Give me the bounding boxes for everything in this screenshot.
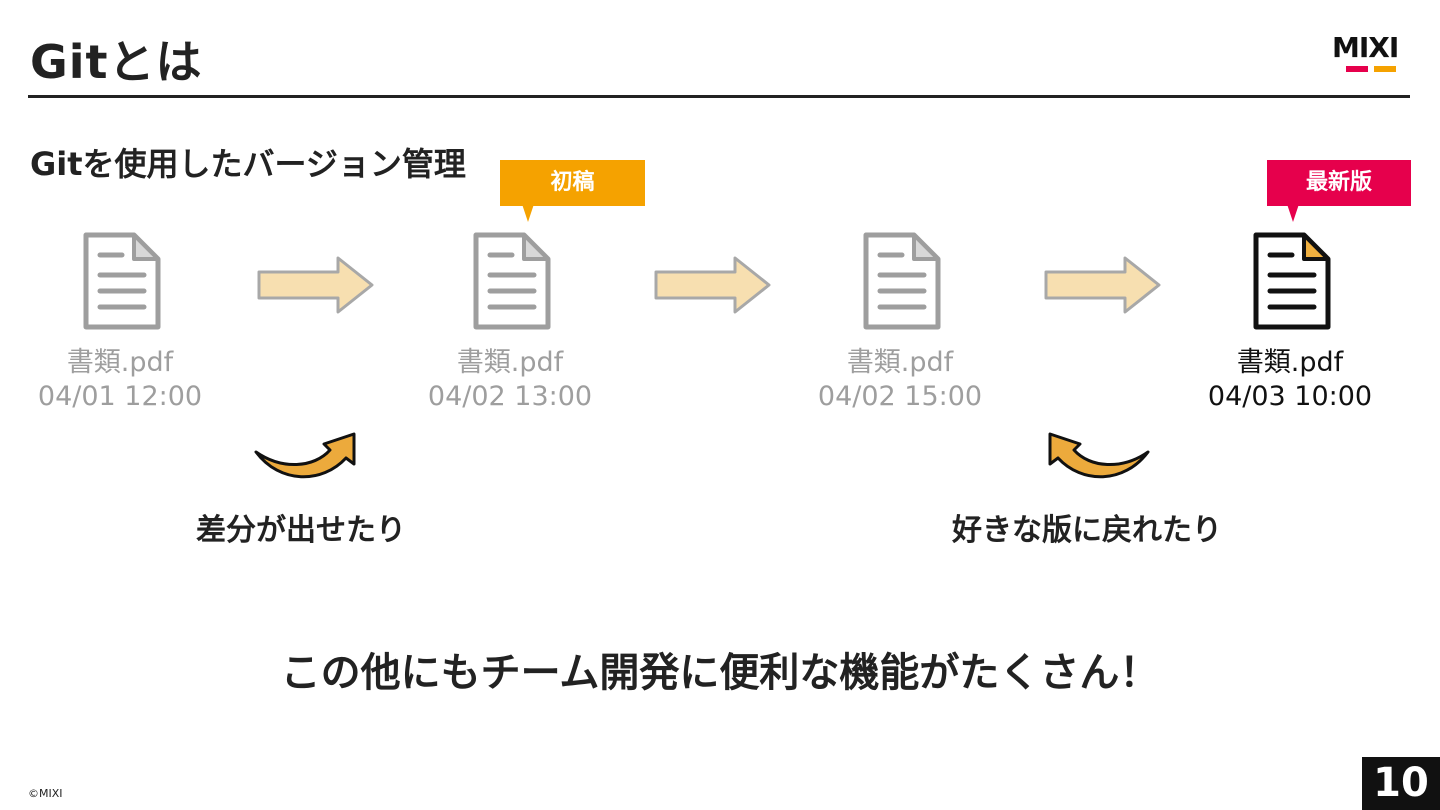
file-timestamp: 04/02 13:00 (427, 381, 593, 412)
callout-tail (522, 204, 534, 222)
arrow-right-icon (1044, 256, 1161, 314)
slide-title: Gitとは (30, 35, 203, 89)
document-icon (473, 232, 551, 330)
file-name: 書類.pdf (846, 347, 954, 378)
page-number: 10 (1362, 757, 1440, 810)
curved-arrow-forward-icon (254, 432, 356, 479)
latest-version-callout: 最新版 (1267, 160, 1411, 222)
revert-caption: 好きな版に戻れたり (952, 513, 1222, 548)
logo-bar-right (1374, 66, 1396, 72)
file-timestamp: 04/03 10:00 (1207, 381, 1373, 412)
curved-arrow-back-icon (1048, 432, 1150, 479)
file-timestamp: 04/01 12:00 (37, 381, 203, 412)
file-label-3: 書類.pdf 04/02 15:00 (780, 346, 1020, 414)
section-subtitle: Gitを使用したバージョン管理 (30, 145, 466, 183)
first-draft-label: 初稿 (550, 170, 595, 195)
logo-wordmark: MIXI (1332, 31, 1399, 64)
file-label-4: 書類.pdf 04/03 10:00 (1170, 346, 1410, 414)
bottom-message: この他にもチーム開発に便利な機能がたくさん！ (280, 650, 1160, 696)
latest-version-label: 最新版 (1305, 170, 1372, 195)
title-divider (28, 95, 1410, 98)
first-draft-callout: 初稿 (500, 160, 645, 222)
arrow-right-icon (654, 256, 771, 314)
document-icon (1253, 232, 1331, 330)
logo-bar-left (1346, 66, 1368, 72)
document-icon (863, 232, 941, 330)
file-name: 書類.pdf (1236, 347, 1344, 378)
file-name: 書類.pdf (456, 347, 564, 378)
callout-tail (1287, 204, 1299, 222)
file-timestamp: 04/02 15:00 (817, 381, 983, 412)
file-name: 書類.pdf (66, 347, 174, 378)
file-label-1: 書類.pdf 04/01 12:00 (0, 346, 240, 414)
arrow-right-icon (257, 256, 374, 314)
mixi-logo: MIXI (1332, 31, 1412, 76)
diff-caption: 差分が出せたり (196, 513, 406, 548)
copyright-notice: ©MIXI (28, 787, 63, 800)
document-icon (83, 232, 161, 330)
file-label-2: 書類.pdf 04/02 13:00 (390, 346, 630, 414)
